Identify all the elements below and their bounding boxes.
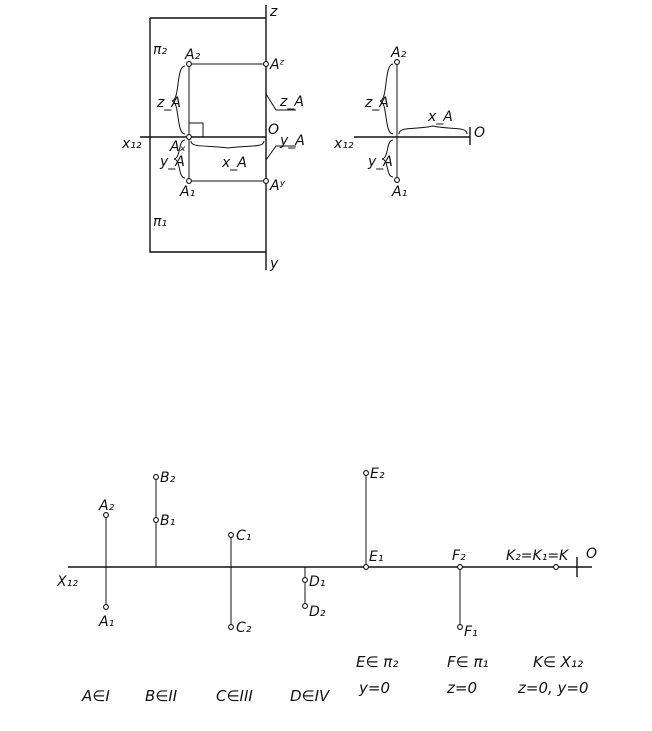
label-e2: E₂ bbox=[370, 466, 385, 482]
label-y: y bbox=[269, 256, 279, 272]
leader-ya-right bbox=[265, 145, 296, 161]
label-f2: F₂ bbox=[452, 548, 466, 564]
point-a1 bbox=[186, 178, 192, 184]
label-b1: B₁ bbox=[160, 513, 175, 529]
point-d1 bbox=[302, 577, 308, 583]
label-b2: B₂ bbox=[160, 470, 176, 486]
label-c1: C₁ bbox=[236, 528, 251, 544]
label-x12: x₁₂ bbox=[121, 136, 142, 152]
right-projection-diagram: A₂ A₁ z_A y_A x_A O x₁₂ bbox=[333, 45, 485, 200]
bottom-epure-diagram: X₁₂ O A₂ A₁ B₂ B₁ C₁ C₂ D₁ D₂ E₂ E₁ bbox=[56, 466, 597, 705]
point-az bbox=[263, 61, 269, 67]
label-d2: D₂ bbox=[309, 604, 326, 620]
plane-frame bbox=[149, 17, 266, 253]
caption-f-line1: F∈ π₁ bbox=[447, 653, 489, 671]
right-label-x12: x₁₂ bbox=[333, 136, 354, 152]
label-a2-bottom: A₂ bbox=[98, 498, 115, 514]
label-ax: Aₓ bbox=[169, 139, 186, 155]
label-pi2: π₂ bbox=[153, 42, 167, 58]
caption-a: A∈I bbox=[81, 687, 110, 705]
point-d2 bbox=[302, 603, 308, 609]
label-pi1: π₁ bbox=[153, 214, 167, 230]
label-d1: D₁ bbox=[309, 574, 325, 590]
right-label-za: z_A bbox=[364, 95, 389, 111]
leader-za-right bbox=[265, 93, 296, 111]
right-point-a2 bbox=[394, 59, 400, 65]
label-o: O bbox=[268, 122, 279, 138]
point-b2 bbox=[153, 474, 159, 480]
point-c2 bbox=[228, 624, 234, 630]
right-label-ya: y_A bbox=[367, 154, 393, 170]
right-label-a2: A₂ bbox=[390, 45, 407, 61]
right-label-o: O bbox=[474, 125, 485, 141]
label-a1: A₁ bbox=[179, 184, 195, 200]
point-f2 bbox=[457, 564, 463, 570]
point-k bbox=[553, 564, 559, 570]
point-f1 bbox=[457, 624, 463, 630]
right-brace-ya bbox=[381, 139, 394, 178]
label-f1: F₁ bbox=[464, 624, 478, 640]
label-c2: C₂ bbox=[236, 620, 252, 636]
point-e1 bbox=[363, 564, 369, 570]
label-ay: Aʸ bbox=[269, 178, 286, 194]
label-k: K₂=K₁=K bbox=[506, 548, 570, 564]
right-label-xa: x_A bbox=[427, 109, 453, 125]
point-a2-bottom bbox=[103, 512, 109, 518]
label-a1-bottom: A₁ bbox=[98, 614, 114, 630]
point-a2 bbox=[186, 61, 192, 67]
label-z: z bbox=[269, 4, 278, 20]
label-za-left: z_A bbox=[156, 95, 181, 111]
caption-f-line2: z=0 bbox=[446, 679, 477, 697]
brace-xa bbox=[190, 140, 265, 149]
caption-k-line2: z=0, y=0 bbox=[517, 679, 589, 697]
bottom-label-o: O bbox=[586, 546, 597, 562]
label-ya-right: y_A bbox=[279, 133, 305, 149]
point-c1 bbox=[228, 532, 234, 538]
point-ax bbox=[186, 134, 192, 140]
top-projection-diagram: z y π₂ π₁ A₂ Aᶻ Aₓ O x₁₂ A₁ Aʸ z_A z_A y… bbox=[121, 4, 305, 272]
point-a1-bottom bbox=[103, 604, 109, 610]
right-point-a1 bbox=[394, 177, 400, 183]
brace-za-left bbox=[171, 65, 186, 135]
point-b1 bbox=[153, 517, 159, 523]
caption-e-line1: E∈ π₂ bbox=[356, 653, 398, 671]
point-e2 bbox=[363, 470, 369, 476]
right-brace-za bbox=[379, 63, 394, 135]
bottom-label-x12: X₁₂ bbox=[56, 574, 78, 590]
right-angle-marker bbox=[189, 122, 204, 137]
point-ay bbox=[263, 178, 269, 184]
label-za-right: z_A bbox=[279, 94, 304, 110]
label-xa: x_A bbox=[221, 155, 247, 171]
label-az: Aᶻ bbox=[269, 57, 285, 73]
brace-ya-left bbox=[173, 139, 186, 179]
right-label-a1: A₁ bbox=[391, 184, 407, 200]
caption-k-line1: K∈ X₁₂ bbox=[533, 653, 583, 671]
label-e1: E₁ bbox=[369, 549, 383, 565]
label-ya-left: y_A bbox=[159, 154, 185, 170]
caption-e-line2: y=0 bbox=[358, 679, 390, 697]
caption-d: D∈IV bbox=[290, 687, 331, 705]
caption-c: C∈III bbox=[216, 687, 253, 705]
label-a2: A₂ bbox=[184, 47, 201, 63]
caption-b: B∈II bbox=[145, 687, 178, 705]
right-brace-xa bbox=[398, 125, 468, 135]
